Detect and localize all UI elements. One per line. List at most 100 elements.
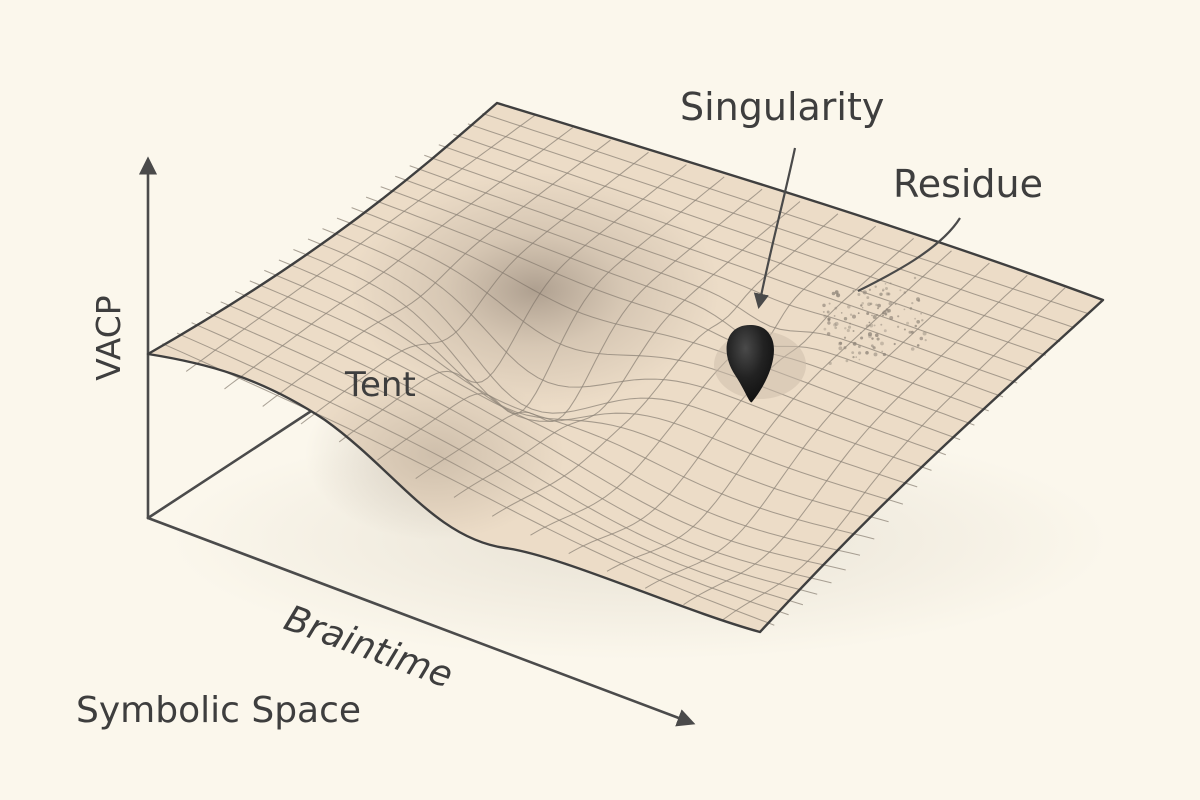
residue-speck <box>916 297 920 302</box>
fold-shadow <box>305 370 565 540</box>
residue-speck <box>865 351 869 355</box>
residue-speck <box>843 317 848 321</box>
grid-line-width <box>606 250 952 572</box>
residue-speck <box>852 341 857 346</box>
residue-speck <box>914 317 917 320</box>
residue-speck <box>887 292 891 296</box>
residue-speck <box>827 321 831 325</box>
residue-speck <box>885 308 888 311</box>
residue-speck <box>859 331 862 334</box>
symbolic-space-label: Symbolic Space <box>76 690 361 731</box>
residue-speck <box>855 356 858 358</box>
singularity-pointer-arrow <box>753 147 797 310</box>
residue-speck <box>834 290 839 295</box>
residue-speck <box>823 327 827 331</box>
residue-speck <box>883 329 887 333</box>
residue-pointer-line <box>857 217 961 292</box>
residue-speck <box>843 336 847 339</box>
residue-speck <box>857 312 860 315</box>
tent-label: Tent <box>344 365 416 405</box>
residue-speck <box>869 323 874 328</box>
grid-line-width <box>644 262 990 589</box>
residue-specks <box>822 276 927 366</box>
residue-speck <box>881 288 885 292</box>
residue-speck <box>913 276 917 280</box>
grid-line-width <box>530 225 877 536</box>
residue-speck <box>822 310 825 313</box>
residue-speck <box>885 287 888 290</box>
residue-speck <box>875 303 878 307</box>
vertical-axis-label: VACP <box>89 295 128 380</box>
residue-speck <box>872 346 876 350</box>
residue-speck <box>870 344 874 348</box>
residue-speck <box>879 292 883 296</box>
residue-speck <box>849 313 853 316</box>
residue-speck <box>876 314 878 316</box>
residue-speck <box>840 312 843 314</box>
residue-speck <box>922 331 927 336</box>
residue-speck <box>903 328 906 331</box>
residue-speck <box>916 319 921 324</box>
residue-speck <box>858 345 861 348</box>
residue-speck <box>906 321 910 325</box>
residue-speck <box>876 337 880 341</box>
residue-speck <box>894 303 897 306</box>
residue-speck <box>877 303 881 308</box>
residue-speck <box>884 282 887 285</box>
grid-line-width <box>721 287 1066 622</box>
grid-line-width <box>185 114 536 372</box>
residue-speck <box>903 308 906 311</box>
residue-speck <box>826 332 831 336</box>
residue-speck <box>834 326 838 330</box>
residue-speck <box>846 328 850 333</box>
residue-speck <box>903 291 907 294</box>
residue-speck <box>910 347 915 351</box>
residue-speck <box>826 310 830 314</box>
residue-speck <box>858 358 861 361</box>
residue-speck <box>897 315 900 318</box>
residue-speck <box>836 293 841 298</box>
singularity-label: Singularity <box>680 85 884 129</box>
residue-speck <box>847 325 852 329</box>
residue-speck <box>867 332 873 337</box>
residue-speck <box>828 302 831 305</box>
residue-speck <box>873 352 878 357</box>
residue-speck <box>868 288 872 291</box>
residue-speck <box>862 290 867 295</box>
residue-speck <box>888 301 893 306</box>
residue-speck <box>833 323 837 327</box>
base-connector-line <box>146 400 327 520</box>
residue-speck <box>909 307 913 310</box>
residue-speck <box>914 324 918 328</box>
residue-speck <box>874 333 879 338</box>
residue-speck <box>887 308 891 313</box>
residue-speck <box>823 314 827 318</box>
residue-speck <box>843 346 847 350</box>
well-shadow <box>350 172 720 408</box>
residue-speck <box>899 289 902 292</box>
residue-speck <box>883 309 886 312</box>
residue-speck <box>910 330 914 334</box>
residue-label: Residue <box>893 162 1043 206</box>
residue-speck <box>867 302 871 307</box>
residue-speck <box>882 352 887 357</box>
residue-speck <box>873 324 876 327</box>
residue-speck <box>868 324 871 327</box>
residue-speck <box>908 330 912 334</box>
residue-speck <box>836 293 839 296</box>
residue-speck <box>866 296 870 300</box>
residue-speck <box>860 336 864 340</box>
residue-speck <box>871 337 874 340</box>
residue-speck <box>828 361 832 366</box>
residue-speck <box>889 316 894 320</box>
residue-speck <box>885 309 890 314</box>
residue-speck <box>920 312 922 315</box>
residue-speck <box>921 319 924 322</box>
depth-axis-arrow <box>146 516 696 727</box>
residue-speck <box>919 336 924 341</box>
residue-speck <box>847 305 851 309</box>
residue-speck <box>868 334 872 339</box>
residue-speck <box>839 341 843 345</box>
residue-speck <box>872 346 875 349</box>
grid-line-width <box>683 275 1028 606</box>
